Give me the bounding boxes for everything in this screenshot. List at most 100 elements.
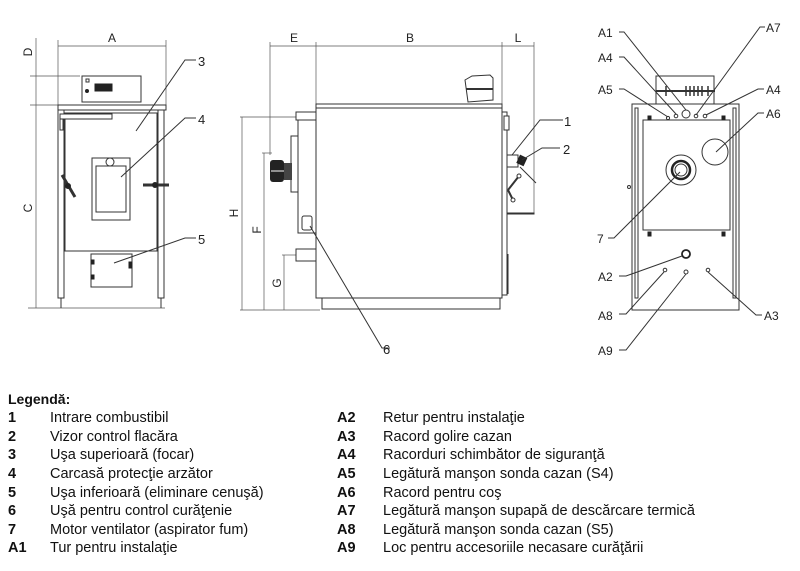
legend-label: Legătură manşon sonda cazan (S5) (383, 521, 614, 538)
callout-5: 5 (198, 232, 205, 247)
legend-item: 5 Uşa inferioară (eliminare cenuşă) (8, 483, 264, 502)
legend-item: 7 Motor ventilator (aspirator fum) (8, 521, 264, 540)
rear-view: A1 A4 A5 A7 A4 A6 7 A2 A8 A9 A3 (597, 21, 781, 358)
legend-item: 1 Intrare combustibil (8, 409, 264, 428)
legend-label: Racorduri schimbător de siguranţă (383, 447, 605, 464)
flame-viewer (516, 154, 528, 167)
side-door-handle[interactable] (507, 173, 522, 203)
fan-motor-rear (665, 154, 697, 186)
leader-line-3 (135, 59, 196, 132)
legend-label: Uşa inferioară (eliminare cenuşă) (50, 484, 264, 501)
legend-item: 3 Uşa superioară (focar) (8, 446, 264, 465)
legend-left-column: 1 Intrare combustibil 2 Vizor control flac… (8, 409, 264, 558)
boiler-body (315, 107, 503, 299)
side-view: E B L H F G (227, 31, 571, 357)
legend-label: Motor ventilator (aspirator fum) (50, 521, 249, 538)
legend-label: Carcasă protecţie arzător (50, 466, 213, 483)
fan-motor (270, 160, 292, 182)
callout-a4-right: A4 (766, 83, 781, 97)
legend-code: 4 (8, 466, 17, 483)
connection-a4-left (673, 113, 679, 119)
legend-code: 2 (8, 428, 17, 445)
callout-1: 1 (564, 114, 571, 129)
leader-line-a1 (619, 31, 687, 111)
legend-code: A1 (8, 540, 27, 557)
dimension-label-h: H (227, 209, 241, 218)
legend-item: 4 Carcasă protecţie arzător (8, 465, 264, 484)
legend-label: Racord golire cazan (383, 428, 512, 445)
dimension-label-d: D (21, 47, 35, 56)
callout-7: 7 (597, 232, 604, 246)
leader-line-a2 (619, 255, 683, 277)
callout-a6: A6 (766, 107, 781, 121)
leader-line-2 (521, 147, 560, 161)
legend-code: 7 (8, 521, 17, 538)
dimension-label-g: G (270, 278, 284, 287)
legend-code: 5 (8, 484, 17, 501)
left-leg (57, 109, 65, 299)
connection-a2 (681, 249, 691, 259)
legend-label: Legătură manşon sonda cazan (S4) (383, 466, 614, 483)
legend-code: A9 (337, 540, 356, 557)
rear-panel (642, 119, 731, 231)
legend-label: Loc pentru accesoriile necasare curăţări… (383, 540, 644, 557)
legend-code: A8 (337, 521, 356, 538)
legend-code: 3 (8, 447, 17, 464)
top-plate (57, 104, 167, 111)
burner-cover (91, 157, 131, 221)
connection-a3 (705, 267, 711, 273)
dimension-label-e: E (290, 31, 298, 45)
front-view: A D C (21, 31, 205, 309)
legend-code: A5 (337, 466, 356, 483)
legend-item: 2 Vizor control flacăra (8, 428, 264, 447)
control-display (94, 83, 113, 92)
boiler-base (321, 297, 501, 310)
leader-line-6 (309, 225, 390, 349)
connection-a5 (665, 115, 671, 121)
callout-a2: A2 (598, 270, 613, 284)
dimension-label-c: C (21, 203, 35, 212)
callout-3: 3 (198, 54, 205, 69)
callout-a1: A1 (598, 26, 613, 40)
callout-2: 2 (563, 142, 570, 157)
legend-code: A4 (337, 447, 356, 464)
boiler-top (315, 103, 503, 109)
legend-label: Legătură manşon supapă de descărcare ter… (383, 503, 695, 520)
top-hinge-bar (59, 113, 113, 120)
door-handle-right[interactable] (143, 182, 169, 188)
legend-label: Vizor control flacăra (50, 428, 178, 445)
leader-line-a8 (619, 271, 665, 315)
dimension-label-l: L (515, 31, 522, 45)
control-button (85, 89, 89, 93)
leader-line-a4-left (619, 56, 677, 115)
legend-code: A3 (337, 428, 356, 445)
callout-a7: A7 (766, 21, 781, 35)
legend-item: A1 Tur pentru instalaţie (8, 539, 264, 558)
leader-line-4 (120, 117, 196, 178)
legend-label: Tur pentru instalaţie (50, 540, 178, 557)
cleaning-door (301, 215, 313, 231)
legend-code: 1 (8, 410, 17, 427)
legend-label: Uşa superioară (focar) (50, 447, 195, 464)
boiler-technical-drawing: A D C (21, 21, 781, 358)
leader-line-a3 (707, 271, 762, 316)
callout-a8: A8 (598, 309, 613, 323)
leader-line-a4-right (705, 88, 764, 116)
dimension-label-f: F (250, 226, 264, 233)
legend-label: Intrare combustibil (50, 410, 169, 427)
callout-a3: A3 (764, 309, 779, 323)
callout-6: 6 (383, 342, 390, 357)
leader-line-a9 (619, 273, 687, 351)
dimension-label-a: A (108, 31, 116, 45)
legend-item: A3 Racord golire cazan (337, 428, 695, 447)
leader-line-5 (113, 237, 196, 264)
connection-a4-right (702, 113, 708, 119)
leader-line-a5 (619, 88, 669, 118)
callout-a5: A5 (598, 83, 613, 97)
door-handle-left[interactable] (60, 174, 77, 198)
